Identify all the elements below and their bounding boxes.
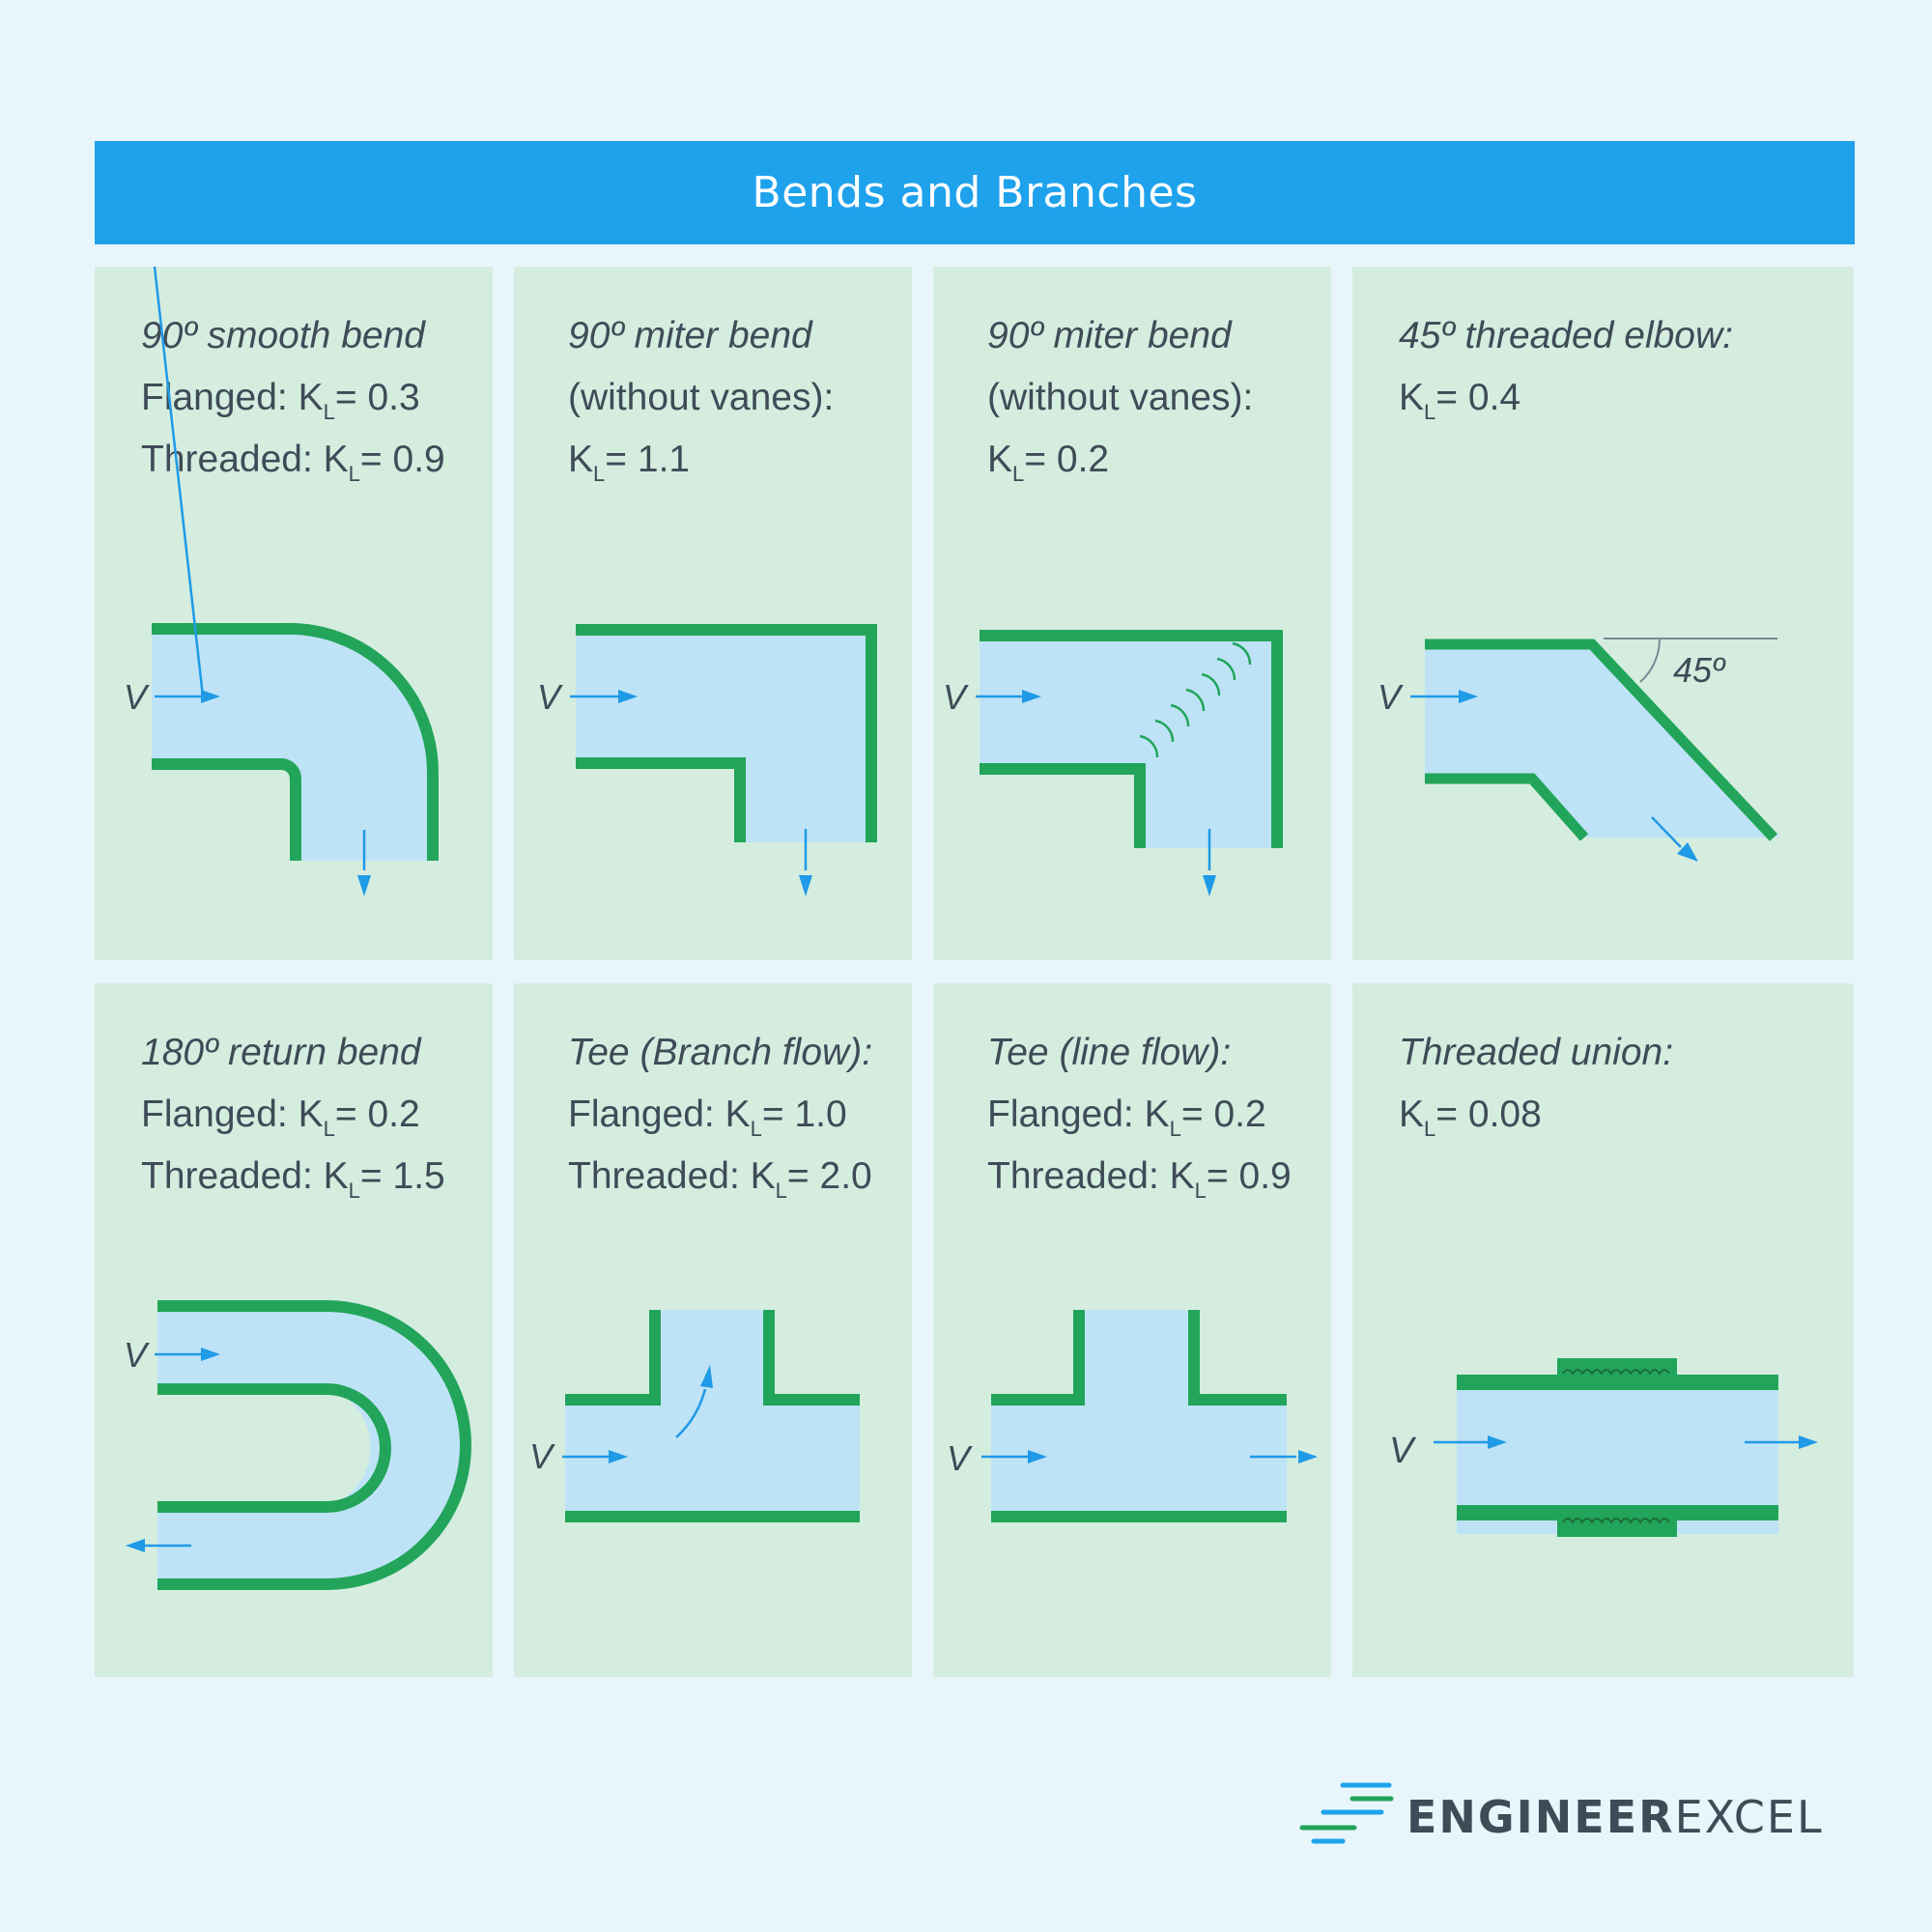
card-title: 45º threaded elbow: bbox=[1399, 315, 1733, 356]
card-45-threaded-elbow: 45º threaded elbow: KL= 0.4 45º V bbox=[1352, 267, 1854, 960]
k-value: = 0.2 bbox=[1180, 1094, 1266, 1135]
inflow-arrow bbox=[201, 1348, 220, 1361]
k-value: = 2.0 bbox=[786, 1155, 872, 1197]
velocity-label: V bbox=[1389, 1431, 1417, 1471]
flanged-line: Flanged: KL= 0.3 bbox=[141, 377, 420, 424]
inflow-arrow bbox=[1022, 690, 1041, 703]
outflow-arrow bbox=[126, 1539, 145, 1552]
card-text: 90º miter bend (without vanes): KL= 1.1 bbox=[568, 305, 902, 491]
inflow-arrow bbox=[201, 690, 220, 703]
card-text: 90º miter bend (without vanes): KL= 0.2 bbox=[987, 305, 1321, 491]
union-nut-bottom bbox=[1557, 1505, 1677, 1537]
inflow-arrow bbox=[1459, 690, 1478, 703]
card-title: Threaded union: bbox=[1399, 1032, 1674, 1073]
outflow-arrow bbox=[1677, 842, 1698, 862]
k-value: = 0.3 bbox=[334, 377, 420, 418]
velocity-label: V bbox=[124, 1335, 150, 1375]
card-text: 90º smooth bend Flanged: KL= 0.3 Threade… bbox=[141, 305, 483, 491]
miter-bend-diagram: V bbox=[537, 624, 877, 896]
k-value: = 0.4 bbox=[1435, 377, 1521, 418]
outflow-arrow bbox=[1203, 875, 1216, 896]
velocity-label: V bbox=[124, 677, 150, 717]
union-nut-top bbox=[1557, 1358, 1677, 1390]
k-value: = 0.9 bbox=[1206, 1155, 1292, 1197]
k-value: = 0.2 bbox=[334, 1094, 420, 1135]
card-threaded-union: Threaded union: KL= 0.08 V bbox=[1352, 983, 1854, 1677]
k-value: = 1.1 bbox=[605, 439, 691, 480]
threaded-line: Threaded: KL= 0.9 bbox=[141, 439, 445, 486]
k-value: = 0.9 bbox=[359, 439, 445, 480]
card-180-return-bend: 180º return bend Flanged: KL= 0.2 Thread… bbox=[95, 983, 493, 1677]
outflow-arrow bbox=[1799, 1435, 1818, 1449]
k-value: = 0.2 bbox=[1024, 439, 1110, 480]
card-90-miter-bend-no-vanes: 90º miter bend (without vanes): KL= 1.1 … bbox=[514, 267, 912, 960]
branch-arrow bbox=[700, 1365, 713, 1388]
card-title: Tee (Branch flow): bbox=[568, 1032, 873, 1073]
card-title: 90º smooth bend bbox=[141, 315, 425, 356]
threaded-line: Threaded: KL= 2.0 bbox=[568, 1155, 872, 1203]
inflow-arrow bbox=[1028, 1450, 1047, 1463]
card-text: 45º threaded elbow: KL= 0.4 bbox=[1399, 305, 1844, 429]
page-title: Bends and Branches bbox=[95, 141, 1855, 244]
flanged-line: Flanged: KL= 0.2 bbox=[141, 1094, 420, 1141]
inflow-arrow bbox=[618, 690, 638, 703]
card-tee-line-flow: Tee (line flow): Flanged: KL= 0.2 Thread… bbox=[933, 983, 1331, 1677]
card-tee-branch-flow: Tee (Branch flow): Flanged: KL= 1.0 Thre… bbox=[514, 983, 912, 1677]
elbow-diagram: 45º V bbox=[1378, 637, 1780, 862]
k-line: KL= 0.4 bbox=[1399, 377, 1521, 424]
velocity-label: V bbox=[943, 677, 969, 717]
velocity-label: V bbox=[529, 1436, 555, 1476]
flanged-line: Flanged: KL= 1.0 bbox=[568, 1094, 847, 1141]
k-line: KL= 0.2 bbox=[987, 439, 1110, 486]
angle-label: 45º bbox=[1673, 650, 1726, 690]
velocity-label: V bbox=[1378, 677, 1404, 717]
brand-logo: ENGINEEREXCEL bbox=[1294, 1777, 1835, 1855]
card-90-miter-bend-vanes: 90º miter bend (without vanes): KL= 0.2 … bbox=[933, 267, 1331, 960]
card-title: Tee (line flow): bbox=[987, 1032, 1232, 1073]
velocity-label: V bbox=[537, 677, 563, 717]
brand-name: ENGINEEREXCEL bbox=[1406, 1791, 1824, 1843]
card-title: 90º miter bend bbox=[568, 315, 812, 356]
flanged-line: Flanged: KL= 0.2 bbox=[987, 1094, 1266, 1141]
threaded-line: Threaded: KL= 1.5 bbox=[141, 1155, 445, 1203]
card-subtitle: (without vanes): bbox=[568, 377, 835, 418]
k-line: KL= 1.1 bbox=[568, 439, 691, 486]
k-line: KL= 0.08 bbox=[1399, 1094, 1542, 1141]
velocity-label: V bbox=[947, 1438, 973, 1478]
card-subtitle: (without vanes): bbox=[987, 377, 1254, 418]
logo-icon bbox=[1299, 1782, 1394, 1844]
k-value: = 1.5 bbox=[359, 1155, 445, 1197]
card-text: Tee (Branch flow): Flanged: KL= 1.0 Thre… bbox=[568, 1022, 902, 1208]
card-text: Threaded union: KL= 0.08 bbox=[1399, 1022, 1844, 1146]
inflow-arrow bbox=[1488, 1435, 1507, 1449]
return-bend-diagram: V bbox=[124, 1300, 471, 1590]
card-title: 90º miter bend bbox=[987, 315, 1232, 356]
card-90-smooth-bend: 90º smooth bend Flanged: KL= 0.3 Threade… bbox=[95, 267, 493, 960]
card-title: 180º return bend bbox=[141, 1032, 421, 1073]
k-value: = 1.0 bbox=[761, 1094, 847, 1135]
card-text: 180º return bend Flanged: KL= 0.2 Thread… bbox=[141, 1022, 483, 1208]
tee-line-diagram: V bbox=[947, 1310, 1318, 1522]
outflow-arrow bbox=[357, 875, 371, 896]
inflow-arrow bbox=[609, 1450, 628, 1463]
union-diagram: V bbox=[1389, 1358, 1818, 1537]
smooth-bend-diagram: V bbox=[124, 267, 440, 896]
miter-bend-vanes-diagram: V bbox=[943, 630, 1283, 896]
card-text: Tee (line flow): Flanged: KL= 0.2 Thread… bbox=[987, 1022, 1321, 1208]
tee-branch-diagram: V bbox=[529, 1310, 860, 1522]
outflow-arrow bbox=[1298, 1450, 1318, 1463]
threaded-line: Threaded: KL= 0.9 bbox=[987, 1155, 1292, 1203]
k-value: = 0.08 bbox=[1435, 1094, 1542, 1135]
turning-vanes bbox=[1139, 641, 1252, 758]
outflow-arrow bbox=[799, 875, 812, 896]
